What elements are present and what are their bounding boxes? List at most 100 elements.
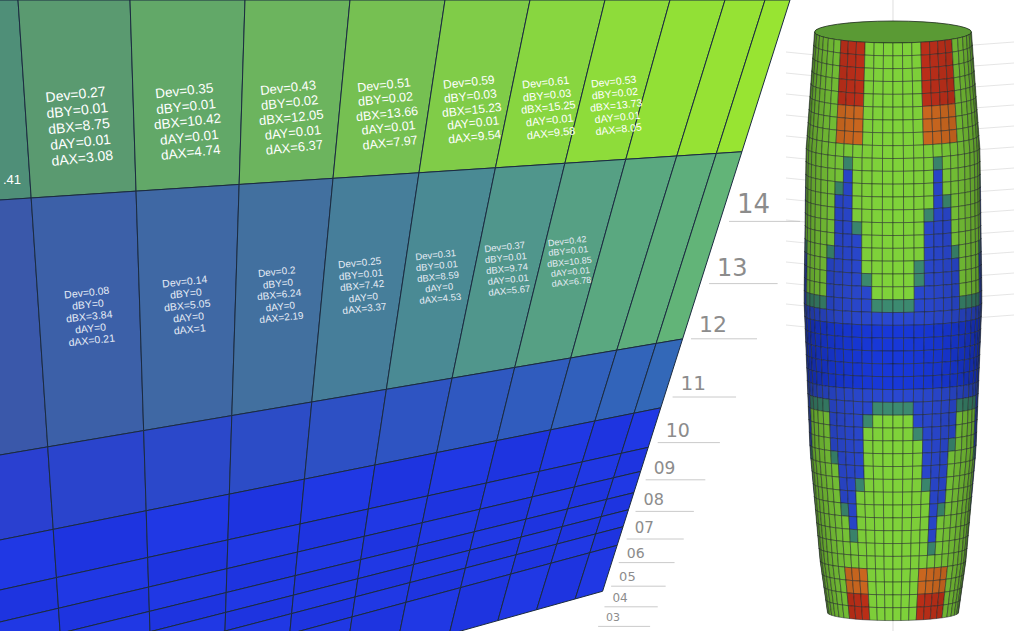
cylinder-cell <box>923 119 933 132</box>
cylinder-cell <box>959 283 966 297</box>
cylinder-cell <box>853 401 863 414</box>
cylinder-cell <box>827 258 835 272</box>
cylinder-cell <box>951 335 959 349</box>
cylinder-cell <box>821 180 828 194</box>
cylinder-cell <box>843 541 851 554</box>
cylinder-cell <box>903 94 913 107</box>
cylinder-cell <box>979 174 981 188</box>
cylinder-cell <box>969 509 971 523</box>
cylinder-cell <box>883 69 893 82</box>
cylinder-cell <box>811 165 815 179</box>
cylinder-cell <box>845 105 854 119</box>
cylinder-cell <box>873 107 883 120</box>
ring-leader <box>709 283 778 284</box>
cylinder-cell <box>863 389 873 402</box>
cylinder-cell <box>921 504 930 517</box>
cylinder-model <box>786 0 1014 631</box>
cylinder-cell <box>813 396 818 410</box>
cylinder-cell <box>840 53 848 67</box>
cylinder-cell <box>851 555 859 568</box>
cylinder-cell <box>821 218 828 232</box>
cylinder-cell <box>815 256 821 270</box>
cylinder-cell <box>934 221 943 234</box>
cylinder-cell <box>864 466 874 479</box>
cylinder-cell <box>872 338 882 351</box>
cylinder-cell <box>810 293 814 307</box>
cylinder-cell <box>843 195 852 208</box>
cylinder-cell <box>827 271 835 285</box>
cylinder-cell <box>862 248 872 261</box>
cylinder-cell <box>956 424 963 438</box>
cylinder-cell <box>934 337 943 350</box>
ring-leader <box>627 539 684 540</box>
cylinder-cell <box>882 235 893 248</box>
cylinder-cell <box>814 282 820 296</box>
cylinder-cell <box>938 490 946 503</box>
cylinder-cell <box>893 69 903 82</box>
cylinder-cell <box>893 454 903 467</box>
cylinder-cell <box>872 364 882 377</box>
cylinder-cell <box>845 439 854 452</box>
cylinder-cell <box>976 267 979 281</box>
cylinder-cell <box>975 445 977 459</box>
cylinder-cell <box>828 181 836 195</box>
cylinder-cell <box>830 412 838 426</box>
cylinder-cell <box>874 68 884 81</box>
cylinder-cell <box>903 158 913 171</box>
cylinder-cell <box>904 299 915 312</box>
cylinder-cell <box>831 451 839 465</box>
cylinder-cell <box>933 388 942 401</box>
cylinder-cell <box>852 183 862 196</box>
cylinder-cell <box>843 298 852 311</box>
panel-readout: Dev=0.42dBY=0.01dBX=10.85dAY=0.01dAX=6.7… <box>544 234 594 290</box>
cylinder-cell <box>952 284 960 298</box>
cylinder-cell <box>833 52 840 66</box>
cylinder-cell <box>831 91 839 105</box>
cylinder-cell <box>922 80 931 93</box>
cylinder-cell <box>822 128 829 142</box>
ring-number: 06 <box>627 545 645 561</box>
cylinder-cell <box>834 502 842 516</box>
cylinder-cell <box>951 232 959 246</box>
cylinder-cell <box>893 569 902 582</box>
cylinder-cell <box>912 81 922 94</box>
cylinder-cell <box>872 274 883 287</box>
cylinder-cell <box>812 358 817 372</box>
cylinder-cell <box>933 131 942 145</box>
cylinder-cell <box>932 105 941 119</box>
cylinder-cell <box>893 338 904 351</box>
cylinder-cell <box>830 104 838 118</box>
cylinder-cell <box>958 180 965 194</box>
cylinder-cell <box>884 505 893 518</box>
cylinder-cell <box>951 206 959 220</box>
readout-line: dAX=5.67 <box>488 283 531 298</box>
cylinder-cell <box>864 81 874 94</box>
cylinder-cell <box>977 406 978 420</box>
cylinder-cell <box>893 505 902 518</box>
cylinder-cell <box>979 291 981 305</box>
cylinder-cell <box>903 133 913 146</box>
cylinder-cell <box>964 346 970 360</box>
cylinder-cell <box>893 377 903 390</box>
cylinder-cell <box>976 432 977 446</box>
cylinder-cell <box>980 200 982 214</box>
cylinder-cell <box>958 334 965 348</box>
cylinder-cell <box>844 144 853 157</box>
cylinder-cell <box>873 441 883 454</box>
cylinder-cell <box>863 440 873 453</box>
cylinder-cell <box>821 167 828 181</box>
cylinder-cell <box>847 478 856 491</box>
cylinder-cell <box>811 229 816 243</box>
cylinder-cell <box>968 522 970 536</box>
panel-readout: Dev=0.61dBY=0.03dBX=15.25dAY=0.01dAX=9.5… <box>518 73 579 142</box>
cylinder-cell <box>838 451 846 465</box>
cylinder-cell <box>821 334 828 348</box>
cylinder-cell <box>974 458 976 472</box>
cylinder-cell <box>882 312 893 325</box>
cylinder-cell <box>829 386 837 400</box>
cylinder-cell <box>952 38 959 52</box>
cylinder-cell <box>843 208 852 221</box>
cylinder-cell <box>958 167 965 181</box>
cylinder-cell <box>942 143 951 157</box>
cylinder-cell <box>966 282 972 296</box>
